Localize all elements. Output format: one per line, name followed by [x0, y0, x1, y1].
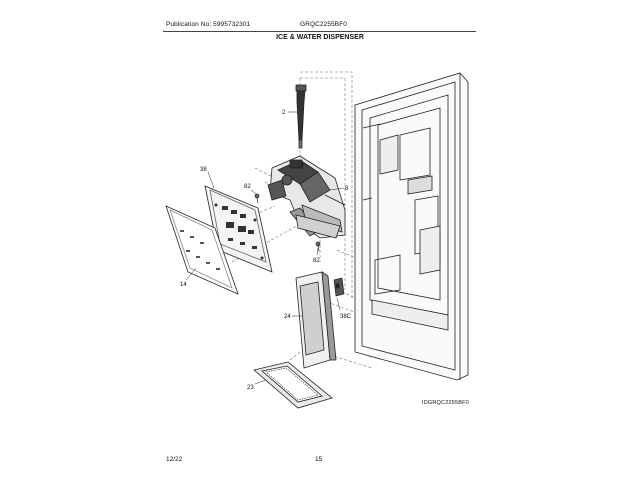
leader-lines: [185, 111, 345, 385]
water-tube-part: [295, 84, 307, 149]
publication-number: Publication No: 5995732301: [166, 21, 251, 28]
diagram-code: IDGRQC2255BF0: [422, 400, 469, 406]
callout-38: 38: [200, 167, 207, 173]
header-rule: [163, 31, 476, 32]
callout-82-lower: 82: [313, 258, 320, 264]
callout-2: 2: [282, 110, 286, 116]
section-title: ICE & WATER DISPENSER: [276, 34, 364, 41]
callout-14: 14: [180, 282, 187, 288]
screw-parts: [254, 193, 321, 252]
dispenser-housing-part: [267, 155, 346, 239]
callout-23: 23: [247, 385, 254, 391]
front-panel-part: [165, 205, 239, 295]
callout-8: 8: [345, 186, 349, 192]
dispenser-cover-part: [295, 271, 337, 369]
model-number: GRQC2255BF0: [300, 21, 347, 28]
switch-part: [333, 277, 345, 297]
refrigerator-door: [354, 72, 469, 381]
callout-24: 24: [284, 314, 291, 320]
callout-38c: 38C: [340, 314, 352, 320]
drip-tray-part: [253, 361, 333, 409]
page-number: 15: [315, 456, 323, 463]
callout-82-upper: 82: [244, 184, 251, 190]
footer-date: 12/22: [166, 456, 183, 463]
